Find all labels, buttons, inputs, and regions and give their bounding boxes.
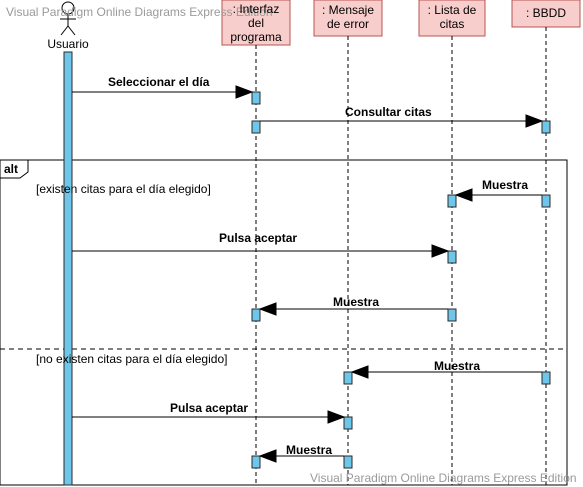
arrowhead-1	[235, 85, 254, 99]
arrowhead-8	[258, 449, 277, 463]
activation-error-2	[343, 416, 353, 430]
activation-error-3	[343, 455, 353, 469]
alt-fragment-frame	[0, 159, 568, 486]
watermark-top: Visual Paradigm Online Diagrams Express …	[6, 5, 273, 19]
lifeline-label-bbdd: : BBDD	[525, 6, 566, 20]
activation-interfaz-3	[251, 308, 261, 322]
alt-operator-label: alt	[4, 162, 19, 176]
arrowhead-3	[454, 188, 473, 202]
activation-bbdd-3	[541, 371, 551, 385]
actor-icon	[60, 1, 76, 36]
activation-error-1	[343, 371, 353, 385]
activation-usuario	[63, 51, 73, 486]
lifeline-box-lista[interactable]	[418, 0, 486, 37]
activation-bbdd-1	[541, 120, 551, 134]
arrowhead-7	[327, 410, 346, 424]
guard-condition-2: [no existen citas para el día elegido]	[36, 352, 228, 366]
activation-interfaz-4	[251, 455, 261, 469]
message-label-1: Seleccionar el día	[108, 75, 210, 89]
activation-interfaz-2	[251, 120, 261, 134]
activation-lista-2	[447, 250, 457, 264]
message-label-6: Muestra	[434, 359, 481, 373]
activation-lista-3	[447, 308, 457, 322]
lifeline-box-interfaz[interactable]	[221, 0, 291, 46]
activation-interfaz-1	[251, 91, 261, 105]
message-label-7: Pulsa aceptar	[170, 401, 249, 415]
lifeline-label-interfaz: : Interfaz del programa	[230, 2, 282, 44]
lifeline-label-lista: : Lista de citas	[427, 3, 477, 31]
message-label-5: Muestra	[333, 295, 380, 309]
arrowhead-5	[258, 302, 277, 316]
message-label-3: Muestra	[482, 178, 529, 192]
watermark-bottom: Visual Paradigm Online Diagrams Express …	[310, 471, 577, 485]
message-label-2: Consultar citas	[345, 105, 432, 119]
arrowhead-6	[350, 365, 369, 379]
guard-condition-1: [existen citas para el día elegido]	[36, 182, 211, 196]
activation-bbdd-2	[541, 194, 551, 208]
message-label-8: Muestra	[286, 443, 333, 457]
actor-label: Usuario	[47, 37, 89, 51]
arrowhead-2	[525, 114, 544, 128]
lifeline-label-error: : Mensaje de error	[321, 3, 375, 31]
activation-lista-1	[447, 194, 457, 208]
lifeline-box-error[interactable]	[313, 0, 383, 37]
message-label-4: Pulsa aceptar	[219, 231, 298, 245]
arrowhead-4	[431, 244, 450, 258]
